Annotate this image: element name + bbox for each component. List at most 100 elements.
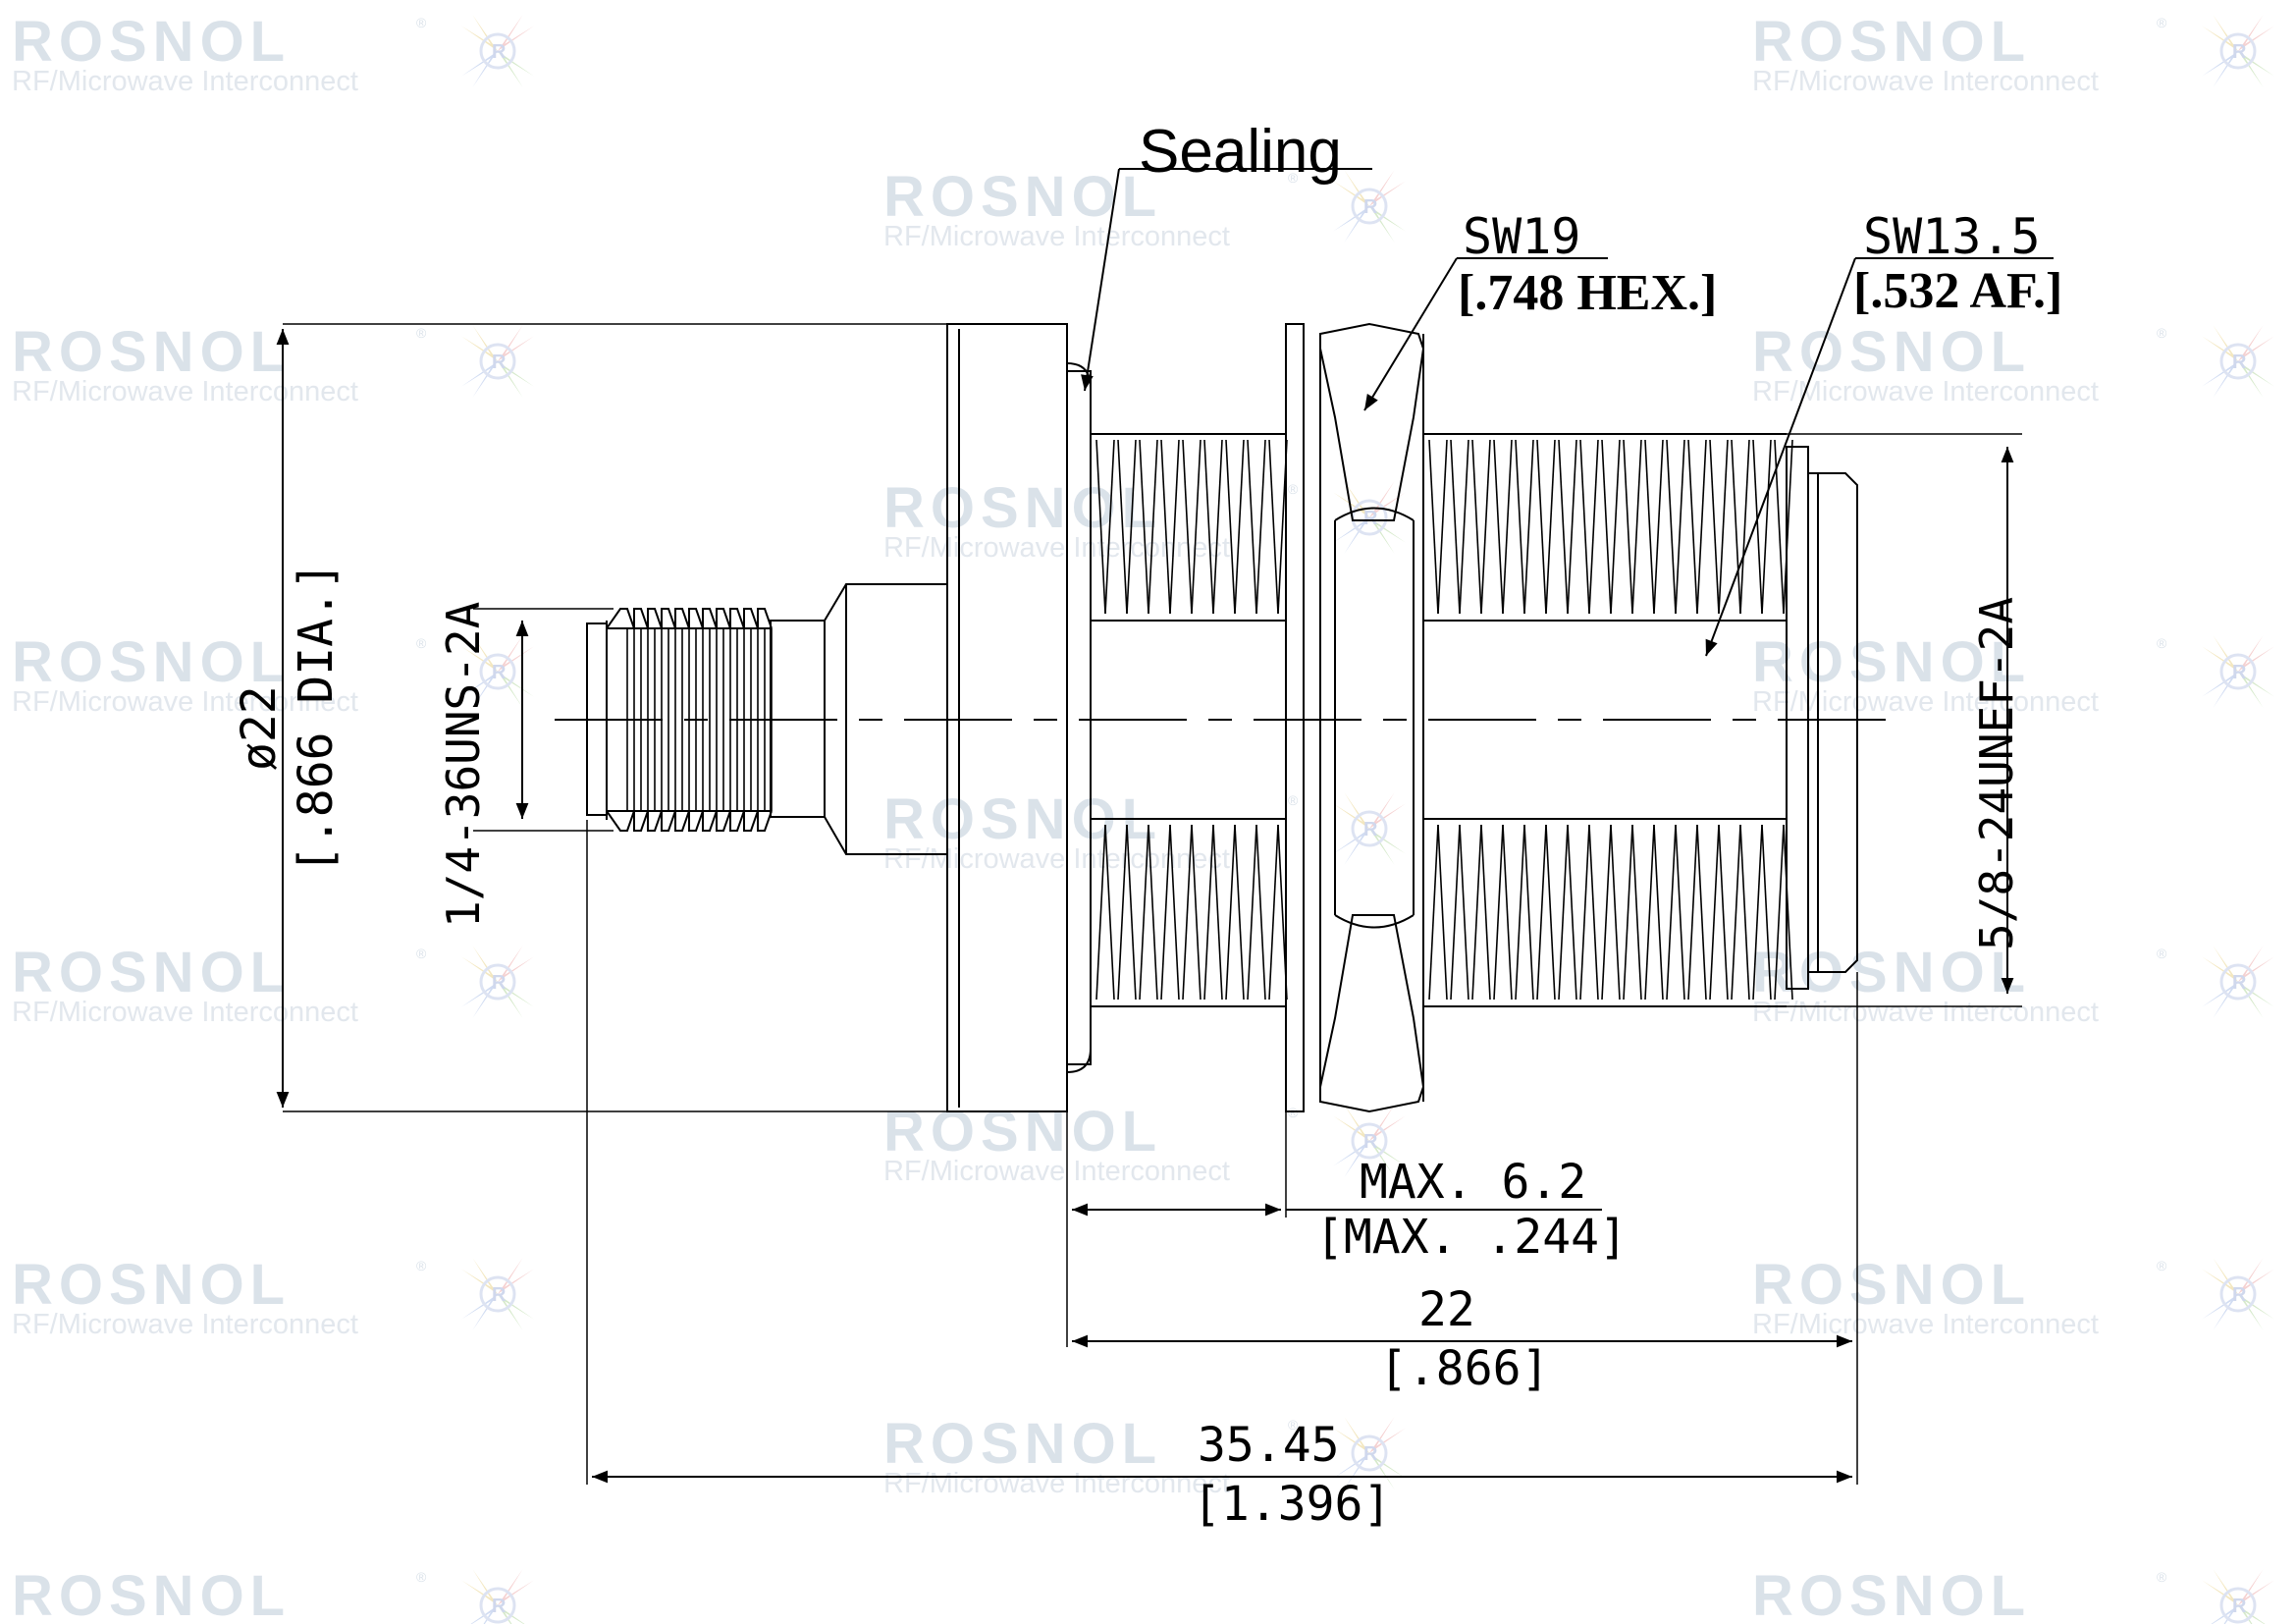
star-logo-icon: R	[461, 635, 534, 708]
watermark-brand: ROSNOL	[12, 10, 291, 74]
diameter-label: ø22	[232, 685, 287, 771]
watermark-brand: ROSNOL	[1752, 320, 2031, 384]
star-logo-icon: R	[2202, 1569, 2274, 1624]
rosnol-watermark: ROSNOL ® RF/Microwave Interconnect R	[1752, 1253, 2274, 1340]
thread-large-label: 5/8-24UNEF-2A	[1970, 597, 2023, 950]
svg-text:R: R	[2232, 1284, 2247, 1306]
watermark-brand: ROSNOL	[1752, 10, 2031, 74]
length-3545-label: 35.45	[1198, 1418, 1340, 1473]
watermark-brand: ROSNOL	[1752, 630, 2031, 694]
watermark-brand: ROSNOL	[883, 1100, 1162, 1164]
length-3545-inch-label: [1.396]	[1193, 1477, 1391, 1532]
rosnol-watermark: ROSNOL ® RF/Microwave Interconnect R	[1752, 941, 2274, 1028]
watermark-registered: ®	[2157, 1258, 2167, 1273]
watermark-registered: ®	[416, 1569, 427, 1585]
watermark-brand: ROSNOL	[1752, 1253, 2031, 1317]
svg-text:R: R	[1363, 1443, 1378, 1465]
watermark-registered: ®	[2157, 15, 2167, 30]
watermark-registered: ®	[1288, 1417, 1299, 1433]
svg-text:R: R	[492, 1284, 507, 1306]
watermark-brand: ROSNOL	[12, 630, 291, 694]
watermark-registered: ®	[2157, 946, 2167, 961]
watermark-tagline: RF/Microwave Interconnect	[12, 1620, 358, 1624]
watermark-registered: ®	[416, 1258, 427, 1273]
watermark-registered: ®	[416, 635, 427, 651]
watermark-registered: ®	[416, 15, 427, 30]
watermark-tagline: RF/Microwave Interconnect	[883, 1156, 1230, 1187]
watermark-tagline: RF/Microwave Interconnect	[12, 997, 358, 1028]
watermark-registered: ®	[2157, 325, 2167, 341]
star-logo-icon: R	[1333, 792, 1406, 865]
watermark-brand: ROSNOL	[883, 1412, 1162, 1476]
length-22-inch-label: [.866]	[1379, 1341, 1549, 1396]
star-logo-icon: R	[1333, 1417, 1406, 1489]
rosnol-watermark: ROSNOL ® RF/Microwave Interconnect R	[1752, 630, 2274, 718]
svg-text:R: R	[2232, 1596, 2247, 1617]
star-logo-icon: R	[461, 1569, 534, 1624]
watermark-brand: ROSNOL	[12, 320, 291, 384]
star-logo-icon: R	[2202, 946, 2274, 1018]
watermark-brand: ROSNOL	[1752, 941, 2031, 1004]
diameter-inch-label: [.866 DIA.]	[289, 562, 344, 874]
thread-small-label: 1/4-36UNS-2A	[437, 602, 490, 928]
max-inch-label: [MAX. .244]	[1315, 1210, 1628, 1265]
sw135-label: SW13.5	[1863, 208, 2041, 265]
watermark-tagline: RF/Microwave Interconnect	[1752, 997, 2099, 1028]
watermark-brand: ROSNOL	[1752, 1564, 2031, 1624]
star-logo-icon: R	[1333, 170, 1406, 243]
svg-text:R: R	[2232, 972, 2247, 994]
svg-text:R: R	[492, 662, 507, 683]
watermark-tagline: RF/Microwave Interconnect	[12, 66, 358, 97]
rosnol-watermark: ROSNOL ® RF/Microwave Interconnect R	[12, 10, 534, 97]
sw135-inch-label: [.532 AF.]	[1853, 263, 2062, 319]
watermark-tagline: RF/Microwave Interconnect	[883, 221, 1230, 252]
connector-outline	[276, 168, 2054, 1485]
svg-text:R: R	[1363, 819, 1378, 840]
watermark-tagline: RF/Microwave Interconnect	[12, 686, 358, 718]
sw19-inch-label: [.748 HEX.]	[1458, 265, 1717, 321]
watermark-registered: ®	[1288, 481, 1299, 497]
svg-text:R: R	[2232, 352, 2247, 373]
svg-text:R: R	[492, 41, 507, 63]
sw19-label: SW19	[1463, 208, 1580, 265]
length-22-label: 22	[1418, 1282, 1475, 1337]
star-logo-icon: R	[2202, 1258, 2274, 1330]
watermark-tagline: RF/Microwave Interconnect	[1752, 1309, 2099, 1340]
watermark-registered: ®	[2157, 635, 2167, 651]
watermark-tagline: RF/Microwave Interconnect	[1752, 686, 2099, 718]
svg-text:R: R	[1363, 508, 1378, 529]
max-label: MAX. 6.2	[1360, 1155, 1586, 1210]
star-logo-icon: R	[2202, 15, 2274, 87]
star-logo-icon: R	[461, 1258, 534, 1330]
star-logo-icon: R	[2202, 635, 2274, 708]
watermark-registered: ®	[416, 946, 427, 961]
star-logo-icon: R	[1333, 1105, 1406, 1177]
svg-text:R: R	[1363, 1131, 1378, 1153]
watermark-tagline: RF/Microwave Interconnect	[883, 532, 1230, 564]
star-logo-icon: R	[461, 325, 534, 398]
watermark-registered: ®	[1288, 170, 1299, 186]
sealing-label: Sealing	[1139, 118, 1342, 186]
watermark-brand: ROSNOL	[883, 165, 1162, 229]
star-logo-icon: R	[461, 946, 534, 1018]
star-logo-icon: R	[2202, 325, 2274, 398]
watermark-tagline: RF/Microwave Interconnect	[12, 1309, 358, 1340]
watermark-tagline: RF/Microwave Interconnect	[1752, 1620, 2099, 1624]
watermark-brand: ROSNOL	[12, 1253, 291, 1317]
label-group: Sealing SW19 [.748 HEX.] SW13.5 [.532 AF…	[232, 118, 2062, 1532]
svg-text:R: R	[492, 1596, 507, 1617]
rosnol-watermark: ROSNOL ® RF/Microwave Interconnect R	[12, 630, 534, 718]
svg-text:R: R	[1363, 196, 1378, 218]
star-logo-icon: R	[461, 15, 534, 87]
watermark-registered: ®	[1288, 792, 1299, 808]
rosnol-watermark: ROSNOL ® RF/Microwave Interconnect R	[12, 1253, 534, 1340]
